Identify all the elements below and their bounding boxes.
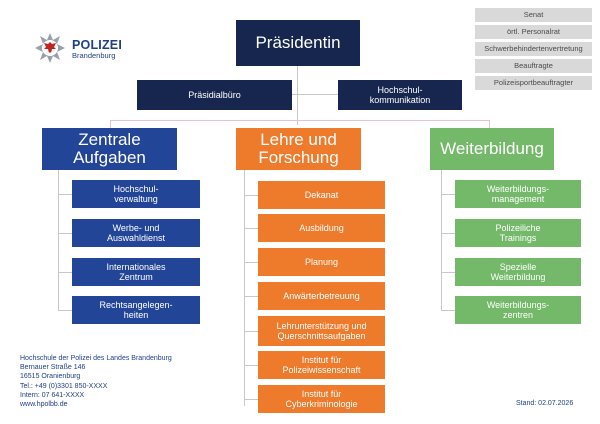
branch-line bbox=[58, 233, 72, 234]
connector-col1-drop bbox=[110, 120, 111, 128]
zentrale-item: Hochschul- verwaltung bbox=[72, 180, 200, 208]
branch-line bbox=[441, 310, 455, 311]
footer-line: Tel.: +49 (0)3301 850-XXXX bbox=[20, 382, 108, 390]
committee-item: Schwerbehindertenvertretung bbox=[475, 42, 592, 56]
column-header-lehre: Lehre und Forschung bbox=[236, 128, 361, 170]
lehre-item: Planung bbox=[258, 248, 385, 276]
committee-item: Beauftragte bbox=[475, 59, 592, 73]
stand-date: Stand: 02.07.2026 bbox=[516, 400, 574, 407]
footer-line: Bernauer Straße 146 bbox=[20, 364, 86, 372]
president-box: Präsidentin bbox=[236, 20, 360, 66]
committee-item: örtl. Personalrat bbox=[475, 25, 592, 39]
branch-line bbox=[58, 194, 72, 195]
branch-line bbox=[441, 233, 455, 234]
connector-columns bbox=[110, 120, 490, 121]
branch-line bbox=[244, 228, 258, 229]
zentrale-item: Internationales Zentrum bbox=[72, 258, 200, 286]
lehre-item: Institut für Cyberkriminologie bbox=[258, 385, 385, 413]
footer-line: 16515 Oranienburg bbox=[20, 373, 81, 381]
branch-line bbox=[244, 331, 258, 332]
branch-line bbox=[441, 272, 455, 273]
lehre-item: Ausbildung bbox=[258, 214, 385, 242]
lehre-item: Dekanat bbox=[258, 181, 385, 209]
office-right-label: Hochschul- kommunikation bbox=[369, 84, 431, 105]
spine-weiterbildung bbox=[441, 168, 442, 310]
office-left-label: Präsidialbüro bbox=[188, 89, 241, 100]
weiterbildung-item: Spezielle Weiterbildung bbox=[455, 258, 581, 286]
branch-line bbox=[244, 195, 258, 196]
president-title: Präsidentin bbox=[255, 33, 341, 53]
column-header-zentrale: Zentrale Aufgaben bbox=[42, 128, 177, 170]
branch-line bbox=[244, 262, 258, 263]
logo-subname: Brandenburg bbox=[72, 51, 116, 60]
branch-line bbox=[244, 296, 258, 297]
footer-line: Intern: 07 641-XXXX bbox=[20, 391, 85, 399]
connector-offices bbox=[210, 94, 390, 95]
zentrale-item: Rechtsangelegen- heiten bbox=[72, 296, 200, 324]
branch-line bbox=[58, 272, 72, 273]
branch-line bbox=[244, 365, 258, 366]
office-left-box: Präsidialbüro bbox=[137, 80, 292, 110]
column-header-weiterbildung: Weiterbildung bbox=[430, 128, 554, 170]
footer-line: Hochschule der Polizei des Landes Brande… bbox=[20, 355, 172, 362]
police-star-icon bbox=[35, 33, 65, 63]
committee-item: Polizeisportbeauftragter bbox=[475, 76, 592, 90]
spine-zentrale bbox=[58, 168, 59, 310]
branch-line bbox=[441, 194, 455, 195]
weiterbildung-item: Weiterbildungs- management bbox=[455, 180, 581, 208]
lehre-item: Institut für Polizeiwissenschaft bbox=[258, 351, 385, 379]
footer-address: Hochschule der Polizei des Landes Brande… bbox=[20, 354, 240, 409]
spine-lehre bbox=[244, 168, 245, 406]
lehre-item: Anwärterbetreuung bbox=[258, 282, 385, 310]
committee-item: Senat bbox=[475, 8, 592, 22]
zentrale-item: Werbe- und Auswahldienst bbox=[72, 219, 200, 247]
footer-link[interactable]: www.hpolbb.de bbox=[20, 401, 68, 409]
police-logo: POLIZEI Brandenburg bbox=[34, 32, 144, 64]
connector-col3-drop bbox=[489, 120, 490, 128]
branch-line bbox=[58, 310, 72, 311]
office-right-box: Hochschul- kommunikation bbox=[338, 80, 462, 110]
weiterbildung-item: Weiterbildungs- zentren bbox=[455, 296, 581, 324]
logo-name: POLIZEI bbox=[72, 38, 123, 52]
weiterbildung-item: Polizeiliche Trainings bbox=[455, 219, 581, 247]
lehre-item: Lehrunterstützung und Querschnittsaufgab… bbox=[258, 316, 385, 346]
eagle-icon bbox=[44, 42, 56, 53]
connector-main-vertical bbox=[297, 65, 298, 125]
branch-line bbox=[244, 399, 258, 400]
